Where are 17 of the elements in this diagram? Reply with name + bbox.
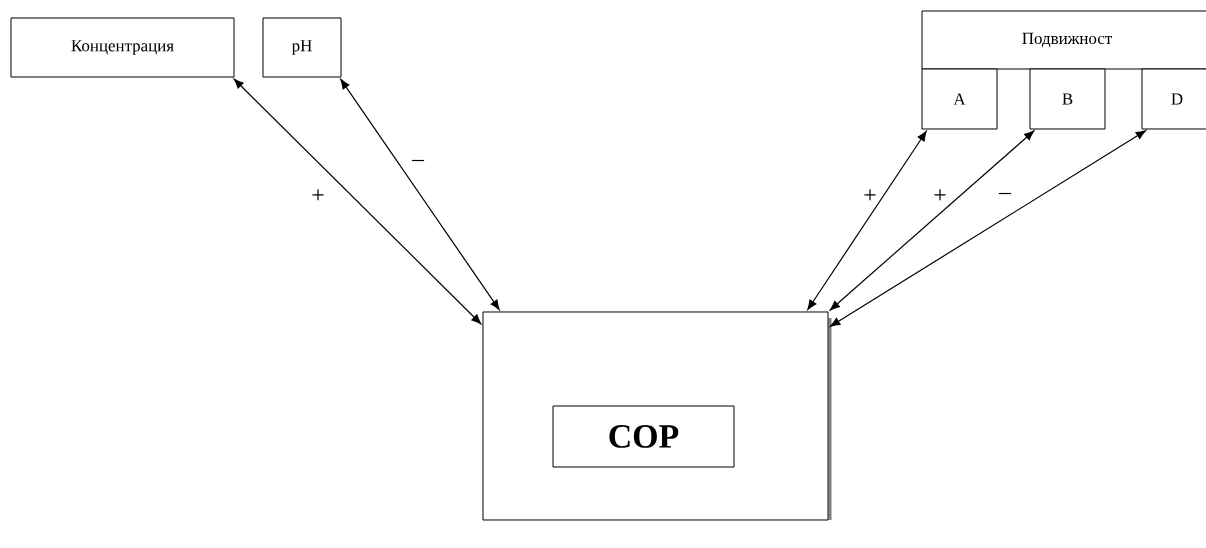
label-box: D — [1141, 68, 1206, 130]
label-box: A — [921, 68, 998, 130]
edge-label: + — [862, 188, 878, 204]
arrow — [830, 130, 1146, 327]
edge-label: – — [998, 191, 1012, 201]
arrow — [340, 78, 500, 311]
arrow — [807, 130, 927, 311]
title-box: COP — [552, 405, 735, 468]
edge-label: – — [411, 158, 425, 168]
label-box: pH — [262, 17, 342, 78]
edge-label: + — [932, 188, 948, 204]
arrow — [233, 78, 482, 325]
label-box: Подвижност — [921, 10, 1206, 70]
arrow — [829, 130, 1035, 311]
label-box: B — [1029, 68, 1106, 130]
label-box: Концентрация — [10, 17, 235, 78]
edge-label: + — [310, 188, 326, 204]
